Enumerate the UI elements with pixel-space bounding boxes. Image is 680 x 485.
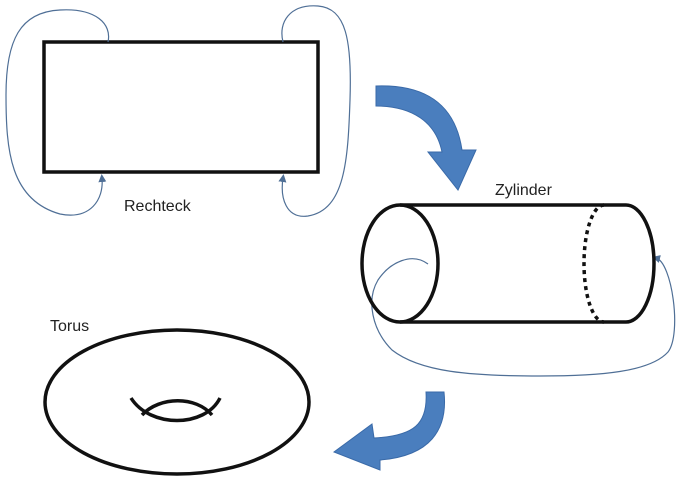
cylinder-back-cap-solid [625, 203, 656, 324]
torus-group: Torus [43, 318, 311, 476]
torus-label: Torus [50, 318, 89, 335]
rectangle-label: Rechteck [124, 198, 192, 215]
torus-outer-ellipse [43, 328, 311, 476]
arrow-rectangle-to-cylinder [375, 85, 477, 191]
torus-hole-lower-curve [140, 399, 214, 417]
cylinder-label: Zylinder [495, 182, 553, 199]
rectangle-group: Rechteck [5, 5, 351, 217]
cylinder-group: Zylinder [360, 182, 676, 377]
cylinder-back-cap-hidden [582, 203, 605, 324]
right-glue-curve [278, 5, 351, 217]
cylinder-glue-curve [371, 255, 676, 377]
arrow-cylinder-to-torus [332, 391, 446, 471]
left-glue-curve [5, 9, 110, 216]
cylinder-front-ellipse [360, 203, 440, 324]
torus-hole-upper-curve [129, 397, 222, 423]
rectangle-shape [42, 40, 320, 174]
